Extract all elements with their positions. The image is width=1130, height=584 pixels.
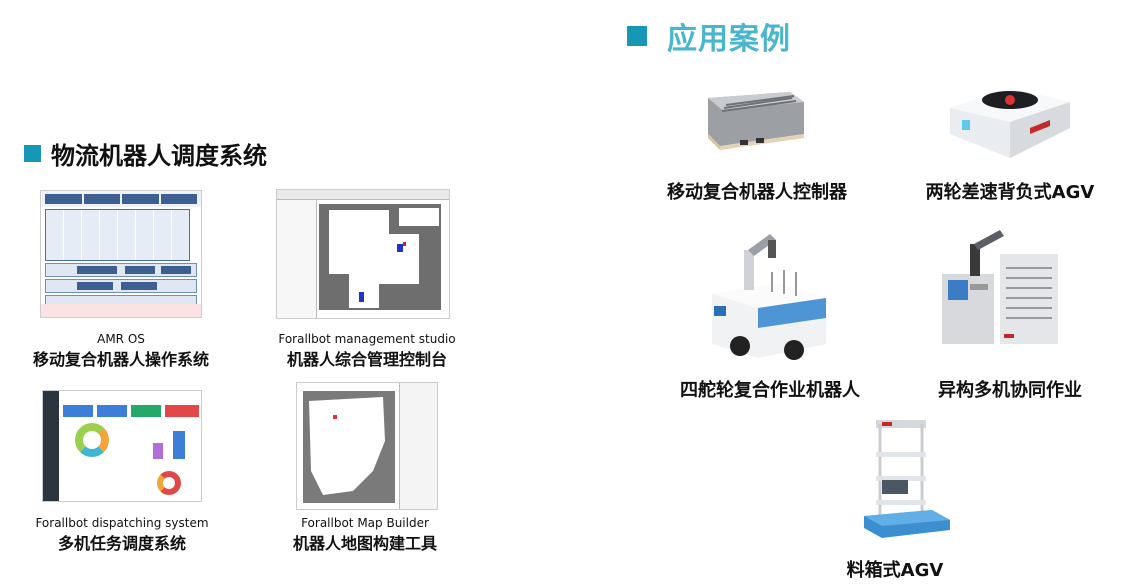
dispatching-system-title: 多机任务调度系统 xyxy=(57,534,186,553)
amr-os-subtitle: AMR OS xyxy=(97,332,145,346)
logistics-section-heading: 物流机器人调度系统 xyxy=(24,136,267,171)
cases-section-heading: 应用案例 xyxy=(627,14,791,58)
logistics-section-title: 物流机器人调度系统 xyxy=(51,142,267,170)
map-view xyxy=(319,204,441,310)
map-builder-title: 机器人地图构建工具 xyxy=(292,534,437,553)
bin-agv-image xyxy=(864,420,950,538)
heterogeneous-collaboration-image xyxy=(942,230,1058,344)
case-label-controller: 移动复合机器人控制器 xyxy=(667,182,847,203)
robot-controller-image xyxy=(708,92,804,150)
task-donut-chart xyxy=(157,471,181,495)
case-label-composite-robot: 四舵轮复合作业机器人 xyxy=(680,380,860,401)
cases-section-title: 应用案例 xyxy=(667,22,791,57)
navigation-sidebar xyxy=(43,391,59,501)
case-label-differential-agv: 两轮差速背负式AGV xyxy=(925,182,1095,203)
map-canvas xyxy=(303,391,395,503)
status-donut-chart xyxy=(75,423,109,457)
window-toolbar xyxy=(277,190,449,200)
dispatching-system-subtitle: Forallbot dispatching system xyxy=(35,516,209,530)
composite-robot-image xyxy=(712,234,826,360)
heading-square-marker xyxy=(24,145,41,162)
robot-list-panel xyxy=(277,200,317,318)
amr-os-screenshot xyxy=(40,190,202,318)
amr-platform-band xyxy=(41,304,201,317)
amr-module-grid xyxy=(45,209,190,261)
management-studio-title: 机器人综合管理控制台 xyxy=(286,350,447,369)
amr-tab-row xyxy=(41,191,201,207)
amr-os-title: 移动复合机器人操作系统 xyxy=(32,350,209,369)
management-studio-screenshot xyxy=(276,189,450,319)
dispatching-system-screenshot xyxy=(42,390,202,502)
map-builder-screenshot xyxy=(296,382,438,510)
heading-square-marker xyxy=(627,26,647,46)
case-label-heterogeneous-collaboration: 异构多机协同作业 xyxy=(938,380,1082,401)
map-builder-subtitle: Forallbot Map Builder xyxy=(301,516,429,530)
differential-agv-image xyxy=(950,88,1070,158)
map-properties-panel xyxy=(399,383,437,509)
management-studio-subtitle: Forallbot management studio xyxy=(278,332,456,346)
case-label-bin-agv: 料箱式AGV xyxy=(846,560,944,581)
